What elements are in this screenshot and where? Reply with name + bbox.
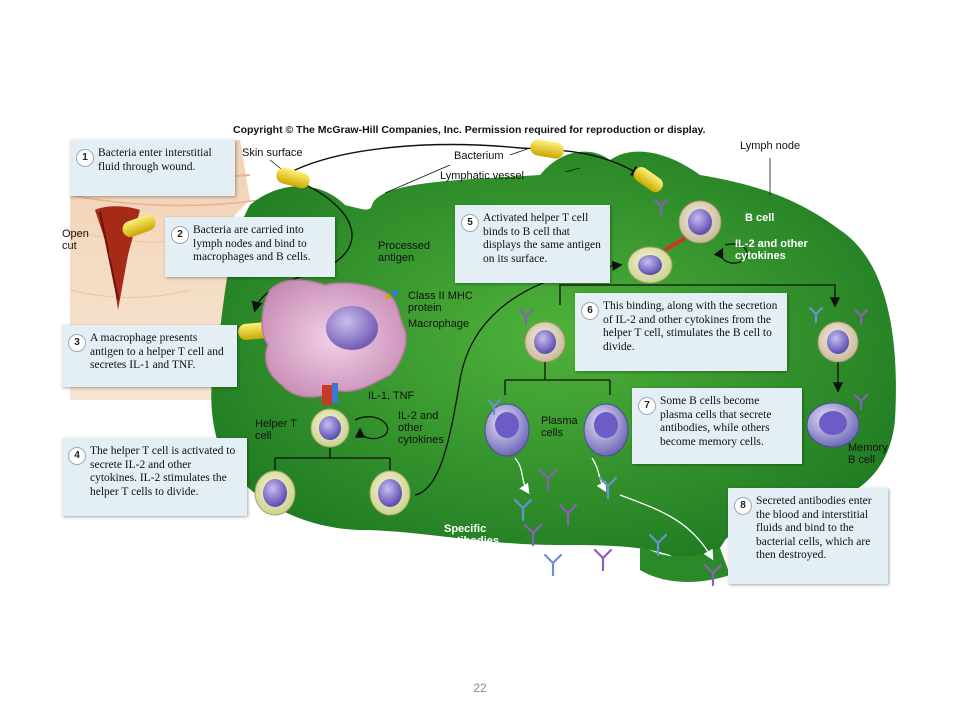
daughter-helper-t-cell <box>254 470 296 516</box>
antibody-icon <box>486 198 869 587</box>
step-text: Secreted antibodies enter the blood and … <box>756 495 872 561</box>
step-5-box: 5 Activated helper T cell binds to B cel… <box>455 205 610 283</box>
plasma-cell <box>583 403 629 457</box>
plasma-cells-label: Plasma cells <box>541 415 578 439</box>
specific-antibodies-label: Specific antibodies <box>444 523 500 547</box>
step-2-box: 2 Bacteria are carried into lymph nodes … <box>165 217 335 277</box>
class-ii-mhc-label: Class II MHC protein <box>408 290 473 314</box>
helper-t-cell-label: Helper T cell <box>255 418 297 442</box>
step-text: Some B cells become plasma cells that se… <box>660 395 772 448</box>
il2-cytokines-b-label: IL-2 and other cytokines <box>735 238 808 262</box>
plasma-cell <box>484 403 530 457</box>
activated-helper-t-cell <box>627 246 673 284</box>
dividing-b-cell <box>524 321 566 363</box>
step-number: 7 <box>638 397 656 415</box>
step-number: 2 <box>171 226 189 244</box>
step-6-box: 6 This binding, along with the secretion… <box>575 293 787 371</box>
lymphatic-vessel-label: Lymphatic vessel <box>440 170 524 182</box>
step-text: A macrophage presents antigen to a helpe… <box>90 332 224 371</box>
step-text: This binding, along with the secretion o… <box>603 300 778 353</box>
open-cut-label: Open cut <box>62 228 89 252</box>
processed-antigen-label: Processed antigen <box>378 240 430 264</box>
step-4-box: 4 The helper T cell is activated to secr… <box>62 438 247 516</box>
il1-tnf-label: IL-1, TNF <box>368 390 415 402</box>
il2-loop-arrow <box>354 416 389 440</box>
b-cell <box>678 200 722 244</box>
dividing-b-cell <box>817 321 859 363</box>
macrophage-label: Macrophage <box>408 318 470 330</box>
il2-cytokines-label: IL-2 and other cytokines <box>398 410 444 446</box>
arrow-bacterium-to-node <box>284 143 643 177</box>
copyright-notice: Copyright © The McGraw-Hill Companies, I… <box>233 124 706 136</box>
lymph-node-label: Lymph node <box>740 140 801 152</box>
step-number: 3 <box>68 334 86 352</box>
step-text: Bacteria enter interstitial fluid throug… <box>98 147 212 173</box>
step-text: The helper T cell is activated to secret… <box>90 445 236 498</box>
step-number: 4 <box>68 447 86 465</box>
daughter-helper-t-cell <box>369 470 411 516</box>
memory-b-cell <box>806 402 860 448</box>
step-number: 8 <box>734 497 752 515</box>
step-3-box: 3 A macrophage presents antigen to a hel… <box>62 325 237 387</box>
step-8-box: 8 Secreted antibodies enter the blood an… <box>728 488 888 584</box>
page-number: 22 <box>473 681 487 695</box>
macrophage-cell <box>261 279 407 398</box>
helper-t-cell <box>310 408 350 448</box>
memory-b-cell-label: Memory B cell <box>848 442 888 466</box>
step-number: 1 <box>76 149 94 167</box>
step-7-box: 7 Some B cells become plasma cells that … <box>632 388 802 464</box>
bacterium-label: Bacterium <box>454 150 504 162</box>
skin-surface-label: Skin surface <box>242 147 303 159</box>
step-1-box: 1 Bacteria enter interstitial fluid thro… <box>70 140 235 196</box>
step-text: Bacteria are carried into lymph nodes an… <box>193 224 311 263</box>
step-number: 5 <box>461 214 479 232</box>
step-text: Activated helper T cell binds to B cell … <box>483 212 601 265</box>
step-number: 6 <box>581 302 599 320</box>
b-cell-label: B cell <box>745 212 775 224</box>
